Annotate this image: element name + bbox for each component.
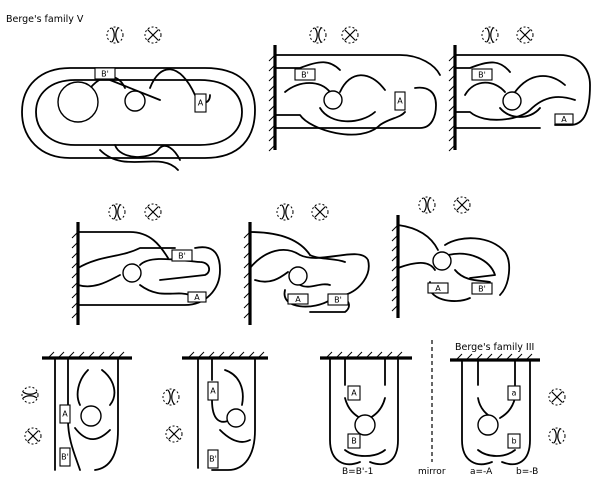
box-label: b	[511, 437, 516, 446]
box-label: A	[435, 284, 441, 293]
panel-row2-3: A B'	[391, 196, 511, 318]
title-berge-family-v: Berge's family V	[6, 14, 84, 25]
title-berge-family-iii: Berge's family III	[455, 342, 534, 353]
box-label: A	[198, 99, 204, 108]
panel-row1-2: B' A	[268, 26, 441, 152]
caption-mirror: mirror	[418, 467, 446, 477]
panel-row2-2: A B'	[243, 203, 370, 325]
box-label: B'	[178, 252, 186, 261]
box-label: B'	[61, 453, 69, 462]
box-label: a	[512, 389, 517, 398]
box-label: A	[194, 293, 200, 302]
box-label: A	[62, 410, 68, 419]
box-label: A	[351, 389, 357, 398]
box-label: B	[351, 437, 357, 446]
caption-b-relation-lower: b=-B	[516, 467, 538, 477]
box-label: B'	[301, 71, 309, 80]
panel-row2-1: B' A	[71, 203, 221, 325]
panel-row1-3: B' A	[448, 26, 591, 152]
panel-row3-3: A B B=B'-1	[320, 351, 412, 477]
box-label: B'	[101, 70, 109, 79]
caption-b-relation: B=B'-1	[342, 467, 373, 477]
tangle-ball	[57, 81, 99, 123]
box-label: B'	[478, 285, 486, 294]
box-label: A	[210, 387, 216, 396]
panel-row3-4: a b a=-A b=-B	[450, 353, 566, 477]
box-label: A	[397, 97, 403, 106]
panel-row3-2: A B'	[162, 351, 268, 471]
box-label: B'	[478, 71, 486, 80]
panel-row1-1: B' A	[21, 26, 256, 171]
caption-a-relation: a=-A	[470, 467, 493, 477]
box-label: A	[561, 115, 567, 124]
box-label: B'	[334, 296, 342, 305]
box-label: A	[295, 295, 301, 304]
box-label: B'	[209, 455, 217, 464]
panel-row3-1: A B'	[21, 351, 132, 471]
